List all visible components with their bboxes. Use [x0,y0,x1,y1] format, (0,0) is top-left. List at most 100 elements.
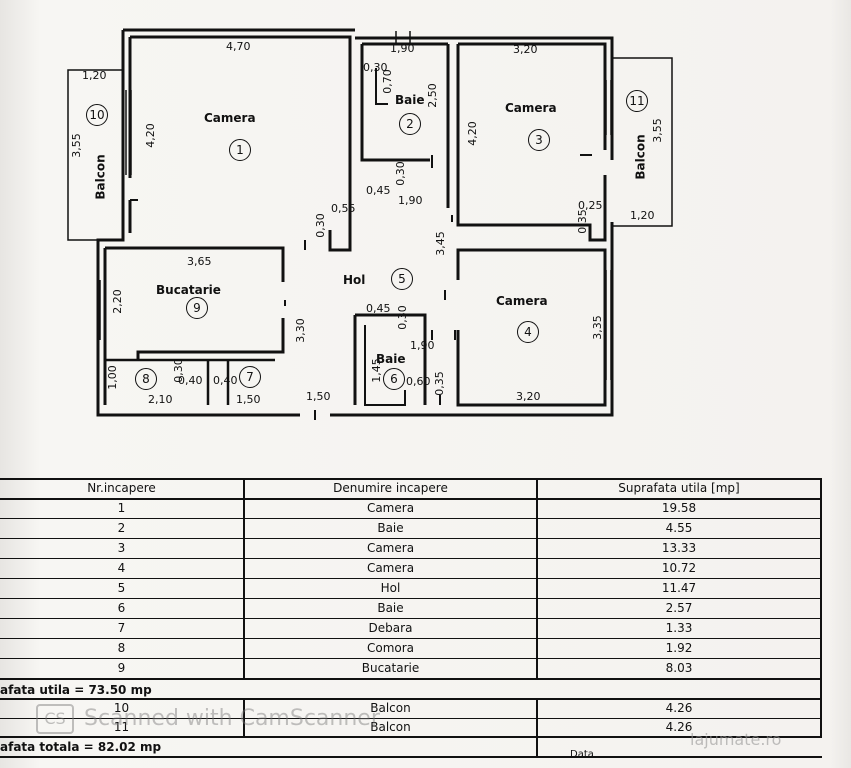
cell-name: Camera [366,561,415,575]
dim-label: 0,30 [395,305,409,330]
cell-area: 4.26 [665,720,693,734]
room-number-6: 6 [383,368,405,390]
wall-outer-left [96,30,300,417]
cell-nr: 6 [117,601,126,615]
room-number-9: 9 [186,297,208,319]
cell-nr: 10 [113,701,130,715]
dim-label: 4,20 [465,121,479,146]
cell-nr: 2 [117,521,126,535]
dim-label: 3,55 [650,118,664,143]
header-area: Suprafata utila [mp] [618,481,740,495]
dim-label: 0,45 [366,184,391,197]
wall-bath-2 [360,44,430,162]
dim-label: 3,20 [516,390,541,403]
subtotal-row: afata utila = 73.50 mp [0,680,822,700]
cell-nr: 7 [117,621,126,635]
dim-label: 0,30 [393,161,407,186]
room-number-5: 5 [391,268,413,290]
dim-label: 2,20 [110,289,124,314]
room-number-2: 2 [399,113,421,135]
cell-name: Baie [377,521,404,535]
wall-bath-6-inner [364,325,406,406]
table-header: Nr.incapere Denumire incapere Suprafata … [0,478,822,498]
site-watermark: lajumate.ro [690,730,782,749]
floor-plan-drawing [67,28,673,420]
room-number-1: 1 [229,139,251,161]
cell-name: Bucatarie [361,661,420,675]
cell-area: 1.33 [665,621,693,635]
dim-label: 1,20 [82,69,107,82]
cell-nr: 3 [117,541,126,555]
cell-name: Balcon [370,701,411,715]
table-border [0,578,822,579]
cell-nr: 1 [117,501,126,515]
dim-label: 1,90 [390,42,415,55]
table-border [0,658,822,659]
wall-closets [105,358,275,405]
cell-nr: 11 [113,720,130,734]
dim-label: 3,45 [433,231,447,256]
cell-name: Hol [380,581,401,595]
cell-nr: 8 [117,641,126,655]
table-border [0,736,822,738]
room-number-4: 4 [517,321,539,343]
room-name-9: Bucatarie [156,283,221,297]
total-text: afata totala = 82.02 mp [0,740,162,754]
wall-camera-4 [456,248,607,407]
cell-nr: 4 [117,561,126,575]
table-border [536,698,538,756]
dim-label: 2,10 [148,393,173,406]
wall-camera-1 [130,35,352,220]
wall-camera-3-bottom [456,44,607,242]
cell-area: 2.57 [665,601,693,615]
cell-name: Camera [366,541,415,555]
table-border [243,698,245,736]
table-border [0,478,822,480]
room-name-4: Camera [496,294,548,308]
room-name-11: Balcon [633,134,648,180]
table-border [0,598,822,599]
balcony-10 [67,69,123,241]
table-border [0,718,822,719]
dim-label: 0,45 [366,302,391,315]
cell-nr: 5 [117,581,126,595]
camscanner-logo-icon: CS [36,704,74,734]
dim-label: 0,40 [213,374,238,387]
table-border [243,478,245,678]
cell-nr: 9 [117,661,126,675]
dim-label: 0,70 [380,69,394,94]
dim-label: 1,00 [105,365,119,390]
dim-label: 3,55 [69,133,83,158]
table-border [0,698,822,700]
dim-label: 1,20 [630,209,655,222]
room-number-3: 3 [528,129,550,151]
cell-name: Comora [366,641,415,655]
room-name-10: Balcon [93,154,108,200]
cell-area: 10.72 [661,561,697,575]
table-border [0,518,822,519]
wall-bath-2-niche [375,68,388,105]
dim-label: 0,30 [313,213,327,238]
window-camera-1 [125,90,132,175]
room-name-3: Camera [505,101,557,115]
cell-area: 11.47 [661,581,697,595]
header-nr: Nr.incapere [87,481,156,495]
room-number-10: 10 [86,104,108,126]
cell-name: Camera [366,501,415,515]
dim-label: 0,55 [331,202,356,215]
cell-area: 4.55 [665,521,693,535]
table-border [0,538,822,539]
dim-label: 3,35 [590,315,604,340]
subtotal-text: afata utila = 73.50 mp [0,683,152,697]
wall-camera-3 [458,42,607,150]
total-row: afata totala = 82.02 mp Data [0,737,822,760]
cell-area: 19.58 [661,501,697,515]
table-row: 5 Hol 11.47 [0,578,822,598]
room-number-7: 7 [239,366,261,388]
dim-label: 1,50 [236,393,261,406]
table-border [0,756,822,758]
room-number-8: 8 [135,368,157,390]
table-border [0,678,822,680]
